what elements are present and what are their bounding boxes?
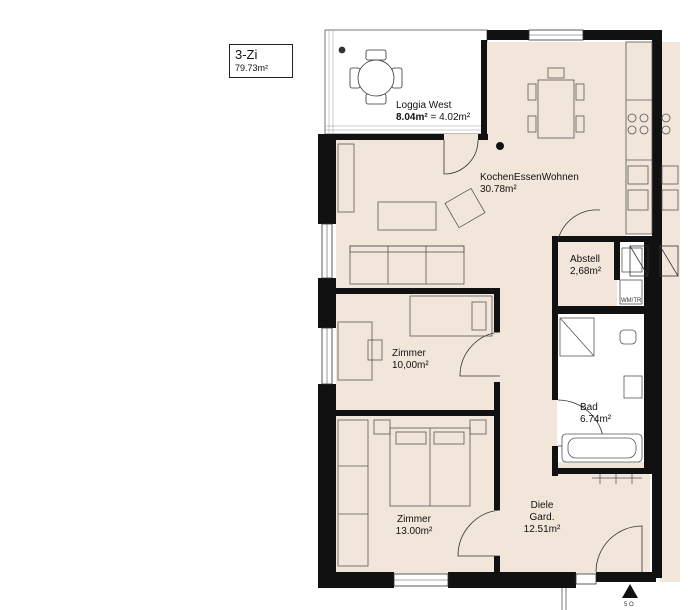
desk-chair	[367, 339, 383, 361]
room-subname: Gard.	[529, 512, 555, 523]
room-name: KochenEssenWohnen	[480, 172, 579, 183]
coffee-table	[377, 201, 437, 231]
hall-room-door-swing	[457, 509, 501, 557]
dining-furniture	[496, 67, 585, 150]
room-label-bath: Bad 6.74m²	[580, 402, 611, 426]
room-name: Bad	[580, 402, 598, 413]
neighbor-strip	[660, 42, 680, 582]
room-label-loggia: Loggia West 8.04m² = 4.02m²	[396, 100, 470, 124]
room-name: Abstell	[570, 254, 601, 265]
wardrobe	[337, 419, 369, 567]
sideboard	[337, 143, 355, 213]
kitchen-strip	[626, 42, 654, 234]
room-label-room-small: Zimmer 10,00m²	[392, 348, 429, 372]
walls	[318, 30, 662, 588]
bath-fixtures	[559, 247, 643, 463]
room-name: Diele	[530, 500, 554, 511]
living-furniture	[337, 143, 486, 285]
loggia-table	[357, 59, 395, 97]
room-area: 2,68m²	[570, 266, 602, 277]
washer-label: WM/TR	[621, 298, 642, 304]
kitchen-counter	[625, 41, 653, 235]
desk	[337, 321, 373, 381]
room-area: 30.78m²	[480, 184, 517, 195]
entry-door-swing	[595, 525, 643, 573]
single-bed	[409, 295, 493, 337]
room-area: 10,00m²	[392, 360, 429, 371]
room-label-kitchen-living: KochenEssenWohnen 30.78m²	[480, 172, 579, 196]
entry-marker	[561, 584, 638, 610]
washbasin	[623, 375, 643, 399]
armchair	[444, 187, 486, 229]
storage-washer	[619, 279, 643, 305]
column-icon	[496, 142, 504, 150]
hall-coat-rack	[592, 474, 642, 484]
room-area: 8.04m² = 4.02m²	[396, 112, 471, 123]
shafts	[629, 245, 679, 277]
entry-arrow-icon	[622, 584, 638, 598]
apartment-floor	[336, 42, 650, 582]
room-label-hall: Diele Gard. 12.51m²	[524, 500, 561, 536]
storage-shelf	[621, 247, 643, 273]
room-label-room-large: Zimmer 13.00m²	[396, 514, 433, 538]
floor-areas	[324, 29, 680, 582]
unit-area: 79.73m²	[235, 63, 269, 73]
room-name: Loggia West	[396, 100, 452, 111]
room-small-furniture	[337, 295, 493, 381]
room-name: Zimmer	[397, 514, 431, 525]
plant-icon	[338, 46, 346, 54]
storage-floor	[557, 242, 617, 308]
loggia-furniture	[338, 46, 403, 105]
room-area: 12.51m²	[523, 524, 561, 535]
room-large-furniture	[337, 419, 487, 567]
loggia-door-swing	[443, 139, 479, 175]
room-label-storage: Abstell 2,68m²	[570, 254, 601, 278]
north-label: 5 O	[624, 602, 634, 608]
neighbor-kitchen	[661, 113, 679, 211]
unit-type: 3-Zi	[235, 47, 258, 62]
unit-summary: 3-Zi 79.73m²	[229, 44, 293, 78]
bathtub	[561, 433, 643, 463]
storage-door-swing	[557, 209, 601, 241]
toilet	[619, 329, 637, 345]
room-area: 6.74m²	[580, 414, 612, 425]
window-panes	[326, 34, 583, 581]
loggia-deck-lines	[325, 30, 487, 134]
shower	[559, 317, 595, 357]
room-area: 13.00m²	[395, 526, 433, 537]
room-name: Zimmer	[392, 348, 426, 359]
